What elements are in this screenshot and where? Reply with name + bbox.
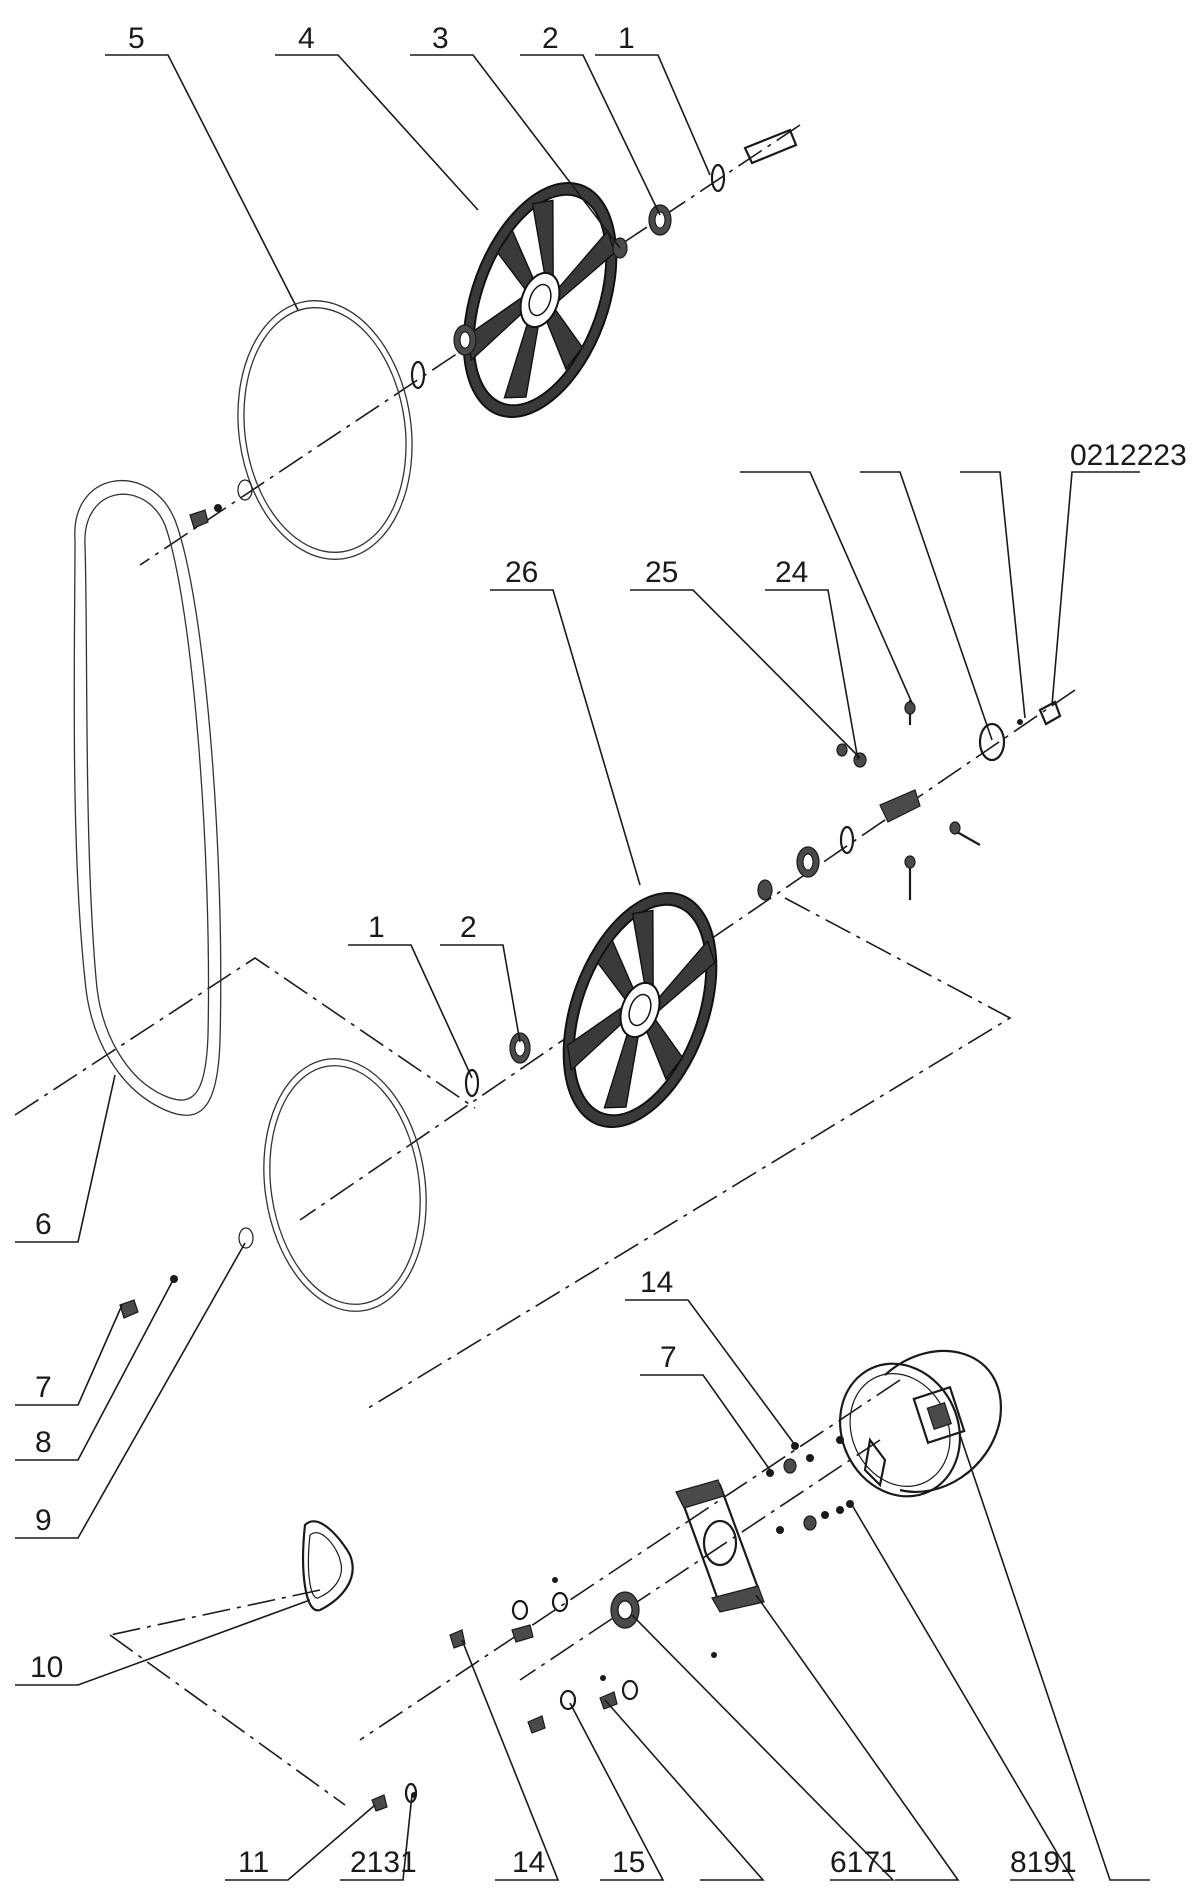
- label-15: 15: [612, 1846, 645, 1879]
- label-26: 26: [505, 556, 538, 589]
- label-11: 11: [238, 1846, 269, 1879]
- label-2-mid: 2: [460, 911, 477, 944]
- motor-pulley: [610, 1591, 640, 1629]
- label-25: 25: [645, 556, 678, 589]
- leader-lines: [15, 54, 1150, 1881]
- label-6171: 6171: [830, 1846, 897, 1879]
- label-14-top: 14: [640, 1266, 673, 1299]
- label-3: 3: [432, 22, 449, 55]
- upper-shaft-fasteners: [189, 128, 798, 529]
- part-labels: 5 4 3 2 1 0212223 26 25 24 1 2 6 7 8 9 1…: [30, 22, 1187, 1879]
- label-0212223: 0212223: [1070, 439, 1187, 472]
- label-9: 9: [35, 1504, 52, 1537]
- drive-belt: [302, 1520, 354, 1612]
- motor: [838, 1350, 1002, 1498]
- lower-wheel: [562, 892, 718, 1128]
- lower-tyre: [263, 1058, 427, 1312]
- motor-mount-plate: [675, 1479, 765, 1613]
- motor-mount-fasteners: [371, 1436, 854, 1812]
- label-10: 10: [30, 1651, 63, 1684]
- label-14-bottom: 14: [512, 1846, 545, 1879]
- upper-tyre: [237, 300, 413, 560]
- label-4: 4: [298, 22, 315, 55]
- upper-wheel: [462, 182, 618, 418]
- label-8191: 8191: [1010, 1846, 1077, 1879]
- label-2-top: 2: [542, 22, 559, 55]
- guide-lines: [14, 124, 1076, 1806]
- label-24: 24: [775, 556, 808, 589]
- label-5: 5: [128, 22, 145, 55]
- label-1-mid: 1: [368, 911, 385, 944]
- label-1-top: 1: [618, 22, 635, 55]
- band-saw-blade: [73, 480, 222, 1116]
- label-7-right: 7: [660, 1341, 677, 1374]
- label-8: 8: [35, 1426, 52, 1459]
- lower-shaft-fasteners: [119, 700, 1062, 1319]
- label-2131: 2131: [350, 1846, 417, 1879]
- label-7-left: 7: [35, 1371, 52, 1404]
- label-6: 6: [35, 1208, 52, 1241]
